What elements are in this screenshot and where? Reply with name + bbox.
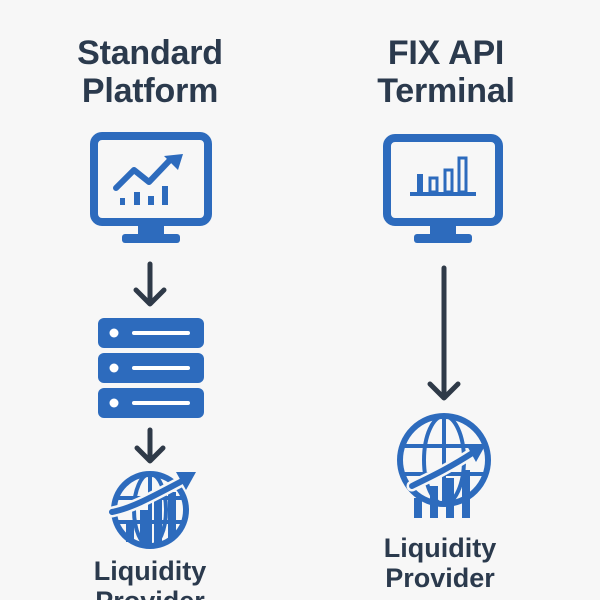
- title-line: Standard: [77, 34, 223, 72]
- caption-line: Liquidity: [383, 533, 497, 563]
- liquidity-provider-label: Liquidity Provider: [50, 556, 250, 600]
- standard-platform-title: Standard Platform: [40, 34, 260, 110]
- title-line: FIX API: [387, 34, 505, 72]
- monitor-line-chart-icon: [90, 132, 212, 243]
- flow-arrow-down: [133, 261, 167, 307]
- globe-growth-chart-icon: [397, 413, 491, 518]
- monitor-bar-chart-icon: [383, 134, 503, 243]
- caption-line: Provider: [50, 586, 250, 600]
- caption-line: Liquidity: [93, 556, 207, 586]
- liquidity-provider-label: Liquidity Provider: [340, 533, 540, 593]
- title-line: Platform: [81, 72, 219, 110]
- fix-api-terminal-title: FIX API Terminal: [336, 34, 556, 110]
- caption-line: Provider: [385, 563, 495, 593]
- flow-arrow-down: [427, 265, 461, 401]
- flow-arrow-down: [134, 427, 166, 464]
- server-stack-icon: [98, 318, 204, 418]
- globe-growth-chart-icon: [106, 471, 196, 549]
- title-line: Terminal: [377, 72, 515, 110]
